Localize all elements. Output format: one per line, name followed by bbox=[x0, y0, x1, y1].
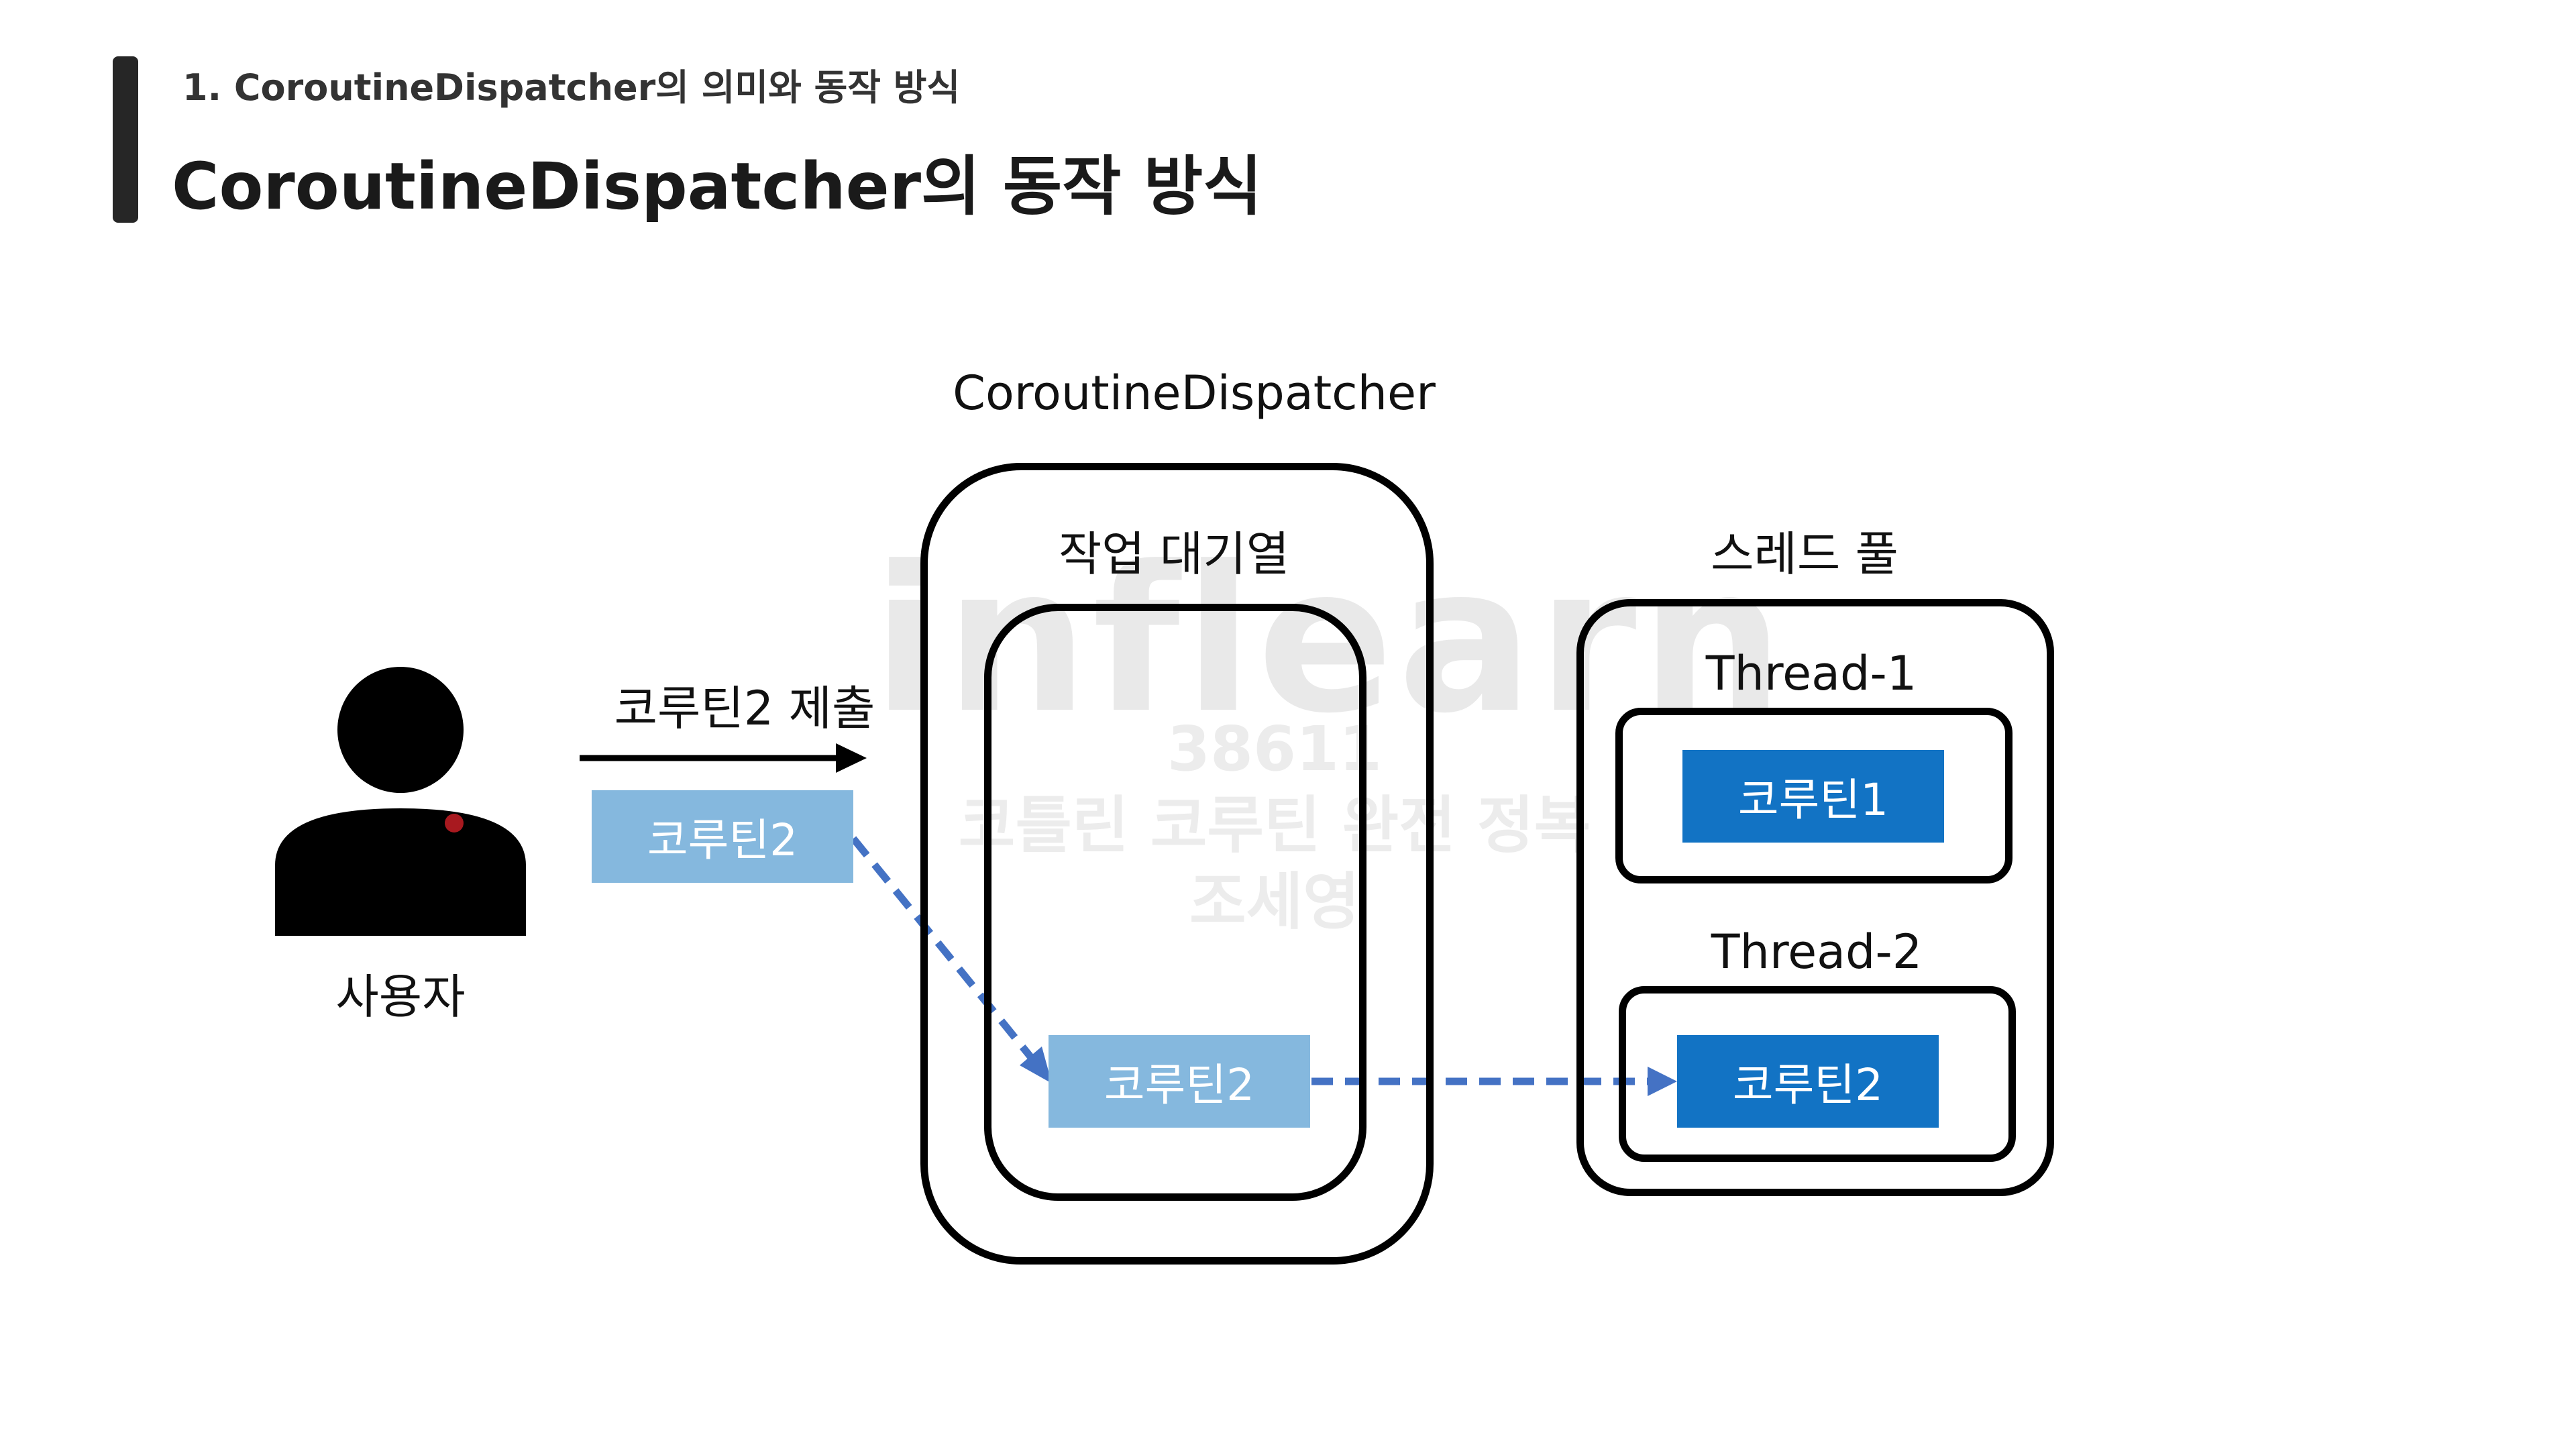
watermark-code: 38611 bbox=[1167, 713, 1383, 785]
pointer-dot bbox=[445, 814, 464, 833]
thread-2-coroutine-chip: 코루틴2 bbox=[1677, 1035, 1939, 1128]
thread-pool-box bbox=[1576, 599, 2054, 1196]
dispatch-arrow bbox=[1311, 1067, 1677, 1096]
section-subtitle: 1. CoroutineDispatcher의 의미와 동작 방식 bbox=[182, 66, 961, 109]
thread-pool-title: 스레드 풀 bbox=[1711, 527, 1898, 582]
dispatcher-box bbox=[920, 463, 1434, 1265]
thread-1-label: Thread-1 bbox=[1705, 646, 1917, 701]
submit-label: 코루틴2 제출 bbox=[614, 681, 875, 736]
watermark-text: 38611 코틀린 코루틴 완전 정복 조세영 bbox=[939, 711, 1610, 941]
queued-coroutine-chip: 코루틴2 bbox=[1049, 1035, 1310, 1128]
enqueue-arrow bbox=[850, 836, 1052, 1083]
dispatcher-title: CoroutineDispatcher bbox=[953, 366, 1436, 421]
user-label: 사용자 bbox=[335, 969, 466, 1024]
thread-1-box bbox=[1615, 708, 2012, 883]
watermark-course: 코틀린 코루틴 완전 정복 bbox=[958, 790, 1591, 861]
thread-2-label: Thread-2 bbox=[1711, 924, 1923, 979]
person-icon bbox=[275, 667, 526, 936]
queue-label: 작업 대기열 bbox=[1058, 527, 1290, 582]
user-coroutine-chip: 코루틴2 bbox=[592, 790, 853, 883]
thread-1-coroutine-chip: 코루틴1 bbox=[1682, 750, 1944, 843]
submit-arrow bbox=[580, 743, 867, 773]
watermark-author: 조세영 bbox=[1189, 866, 1360, 938]
title-accent-bar bbox=[113, 56, 138, 223]
work-queue-box bbox=[984, 604, 1366, 1201]
thread-2-box bbox=[1619, 986, 2016, 1162]
page-title: CoroutineDispatcher의 동작 방식 bbox=[172, 149, 1263, 224]
